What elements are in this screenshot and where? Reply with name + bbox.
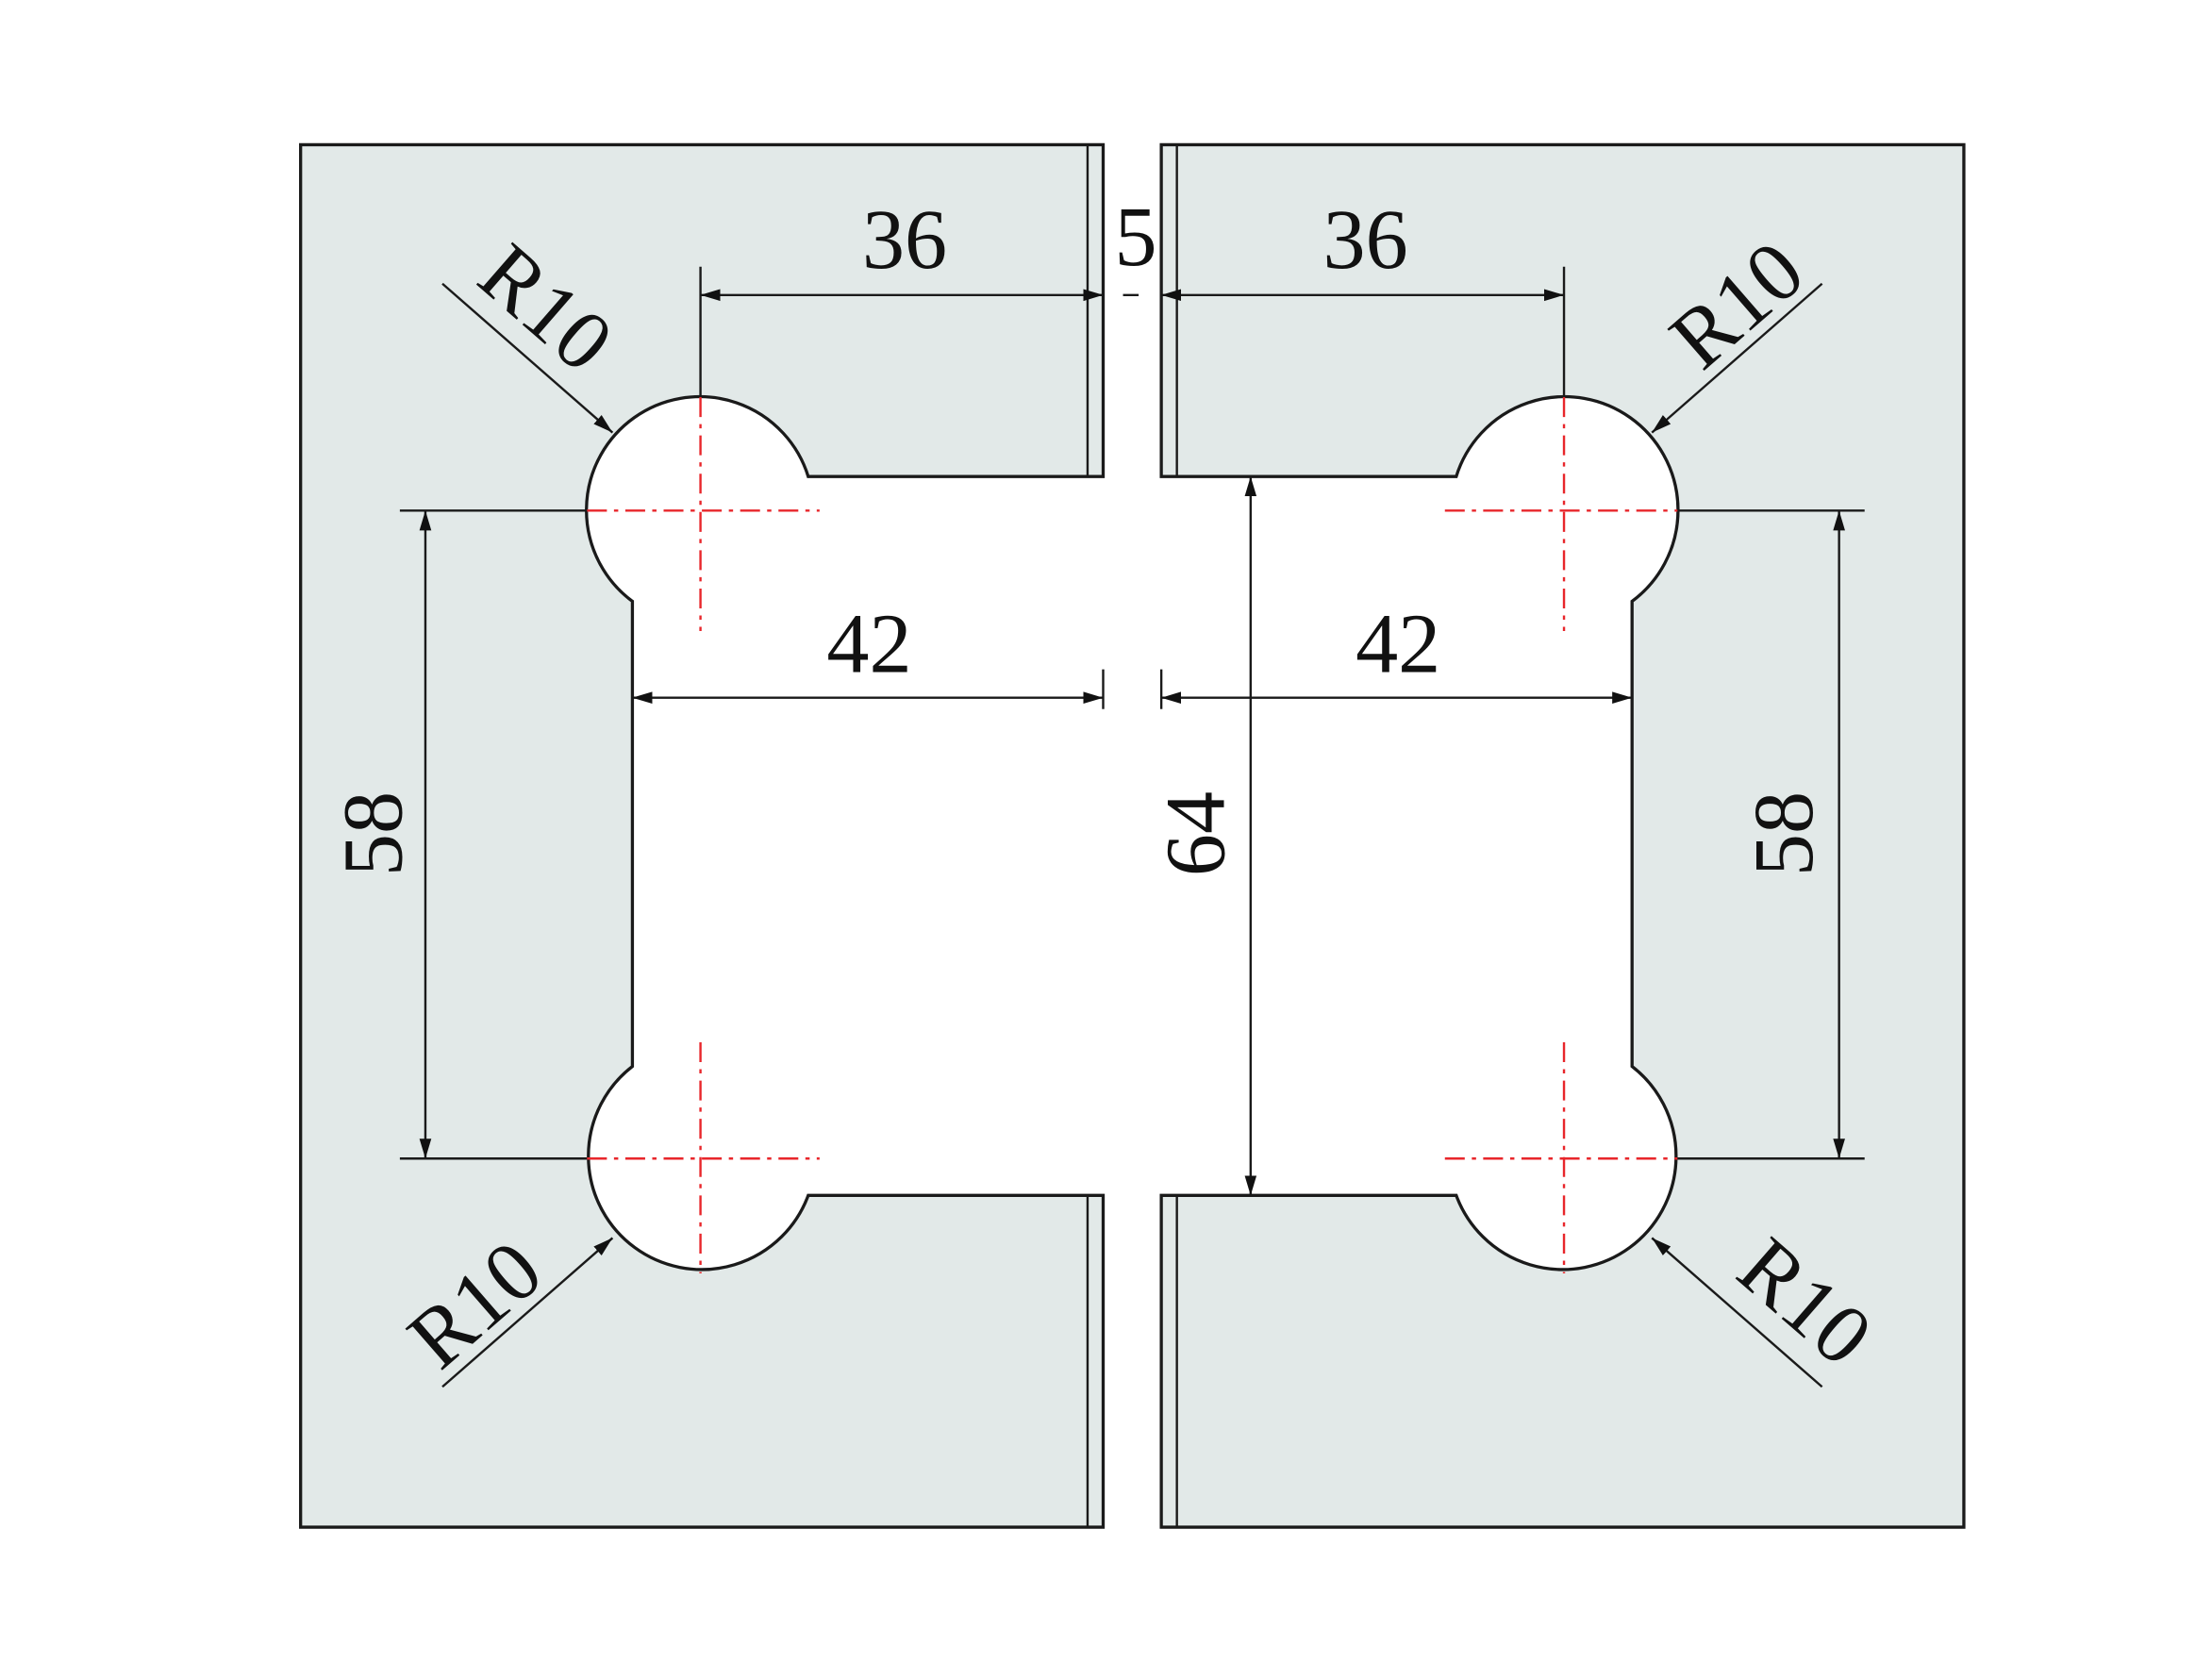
dim-right-58: 58 xyxy=(1737,791,1831,876)
dim-gap-5: 5 xyxy=(1115,190,1157,284)
dim-top-left-36: 36 xyxy=(862,192,947,287)
dim-left-42: 42 xyxy=(826,597,911,691)
dim-top-right-36: 36 xyxy=(1322,192,1407,287)
right-plate xyxy=(1159,142,1966,1529)
dim-64: 64 xyxy=(1148,791,1242,876)
dimension-lines xyxy=(419,282,1845,1388)
dim-left-58: 58 xyxy=(325,791,420,876)
left-plate xyxy=(299,142,1106,1529)
dim-right-42: 42 xyxy=(1355,597,1440,691)
